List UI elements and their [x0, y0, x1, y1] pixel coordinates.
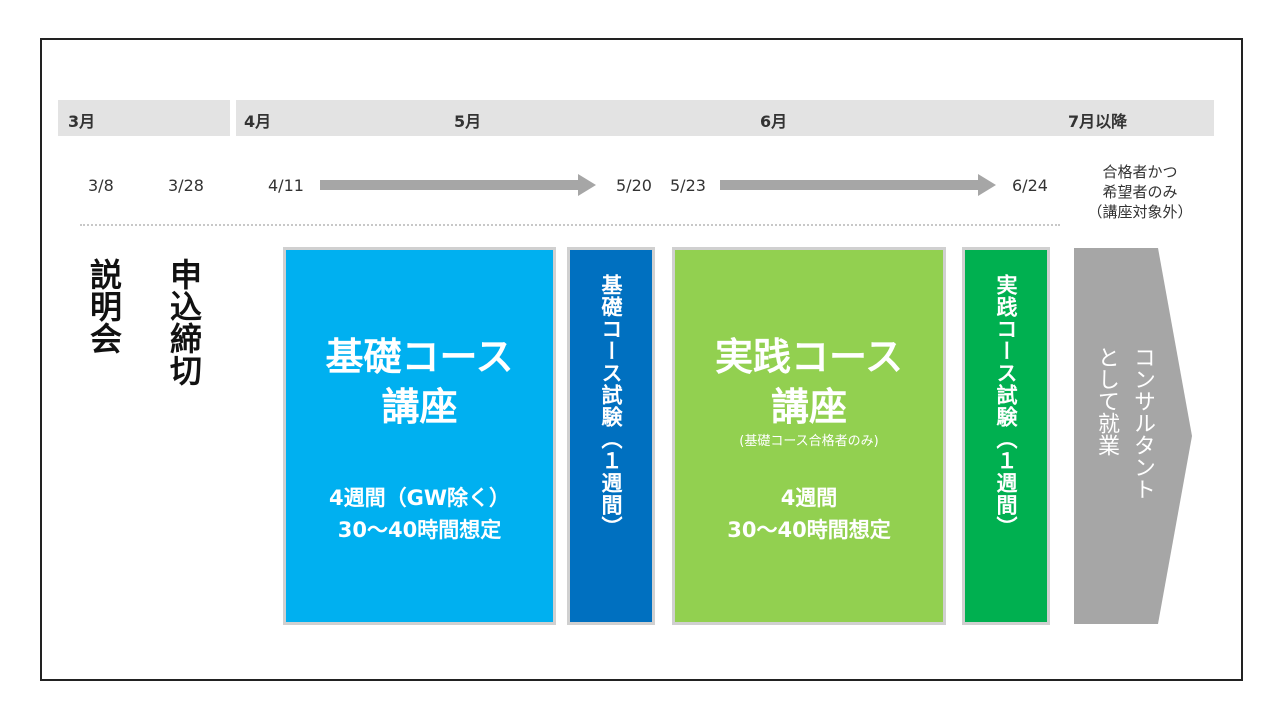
month-label-may: 5月	[454, 112, 482, 131]
date-basic-start: 4/11	[268, 176, 304, 195]
eligibility-note-line1: 合格者かつ	[1102, 163, 1178, 181]
basic-course-hours: 30～40時間想定	[337, 518, 502, 542]
month-bar-april-onward	[236, 100, 1214, 136]
dotted-separator	[80, 224, 1060, 226]
practical-exam-label: 実践コース試験（１週間）	[994, 274, 1018, 538]
timeline-arrow-basic-shape	[320, 174, 596, 196]
month-bar-march	[58, 100, 230, 136]
basic-course-detail: 4週間（GW除く） 30～40時間想定	[286, 482, 553, 546]
timeline-arrow-practical	[720, 174, 996, 196]
eligibility-note-line2: 希望者のみ	[1102, 183, 1178, 201]
consultant-chevron-shape	[1074, 248, 1192, 624]
practical-course-eligibility: (基礎コース合格者のみ)	[739, 434, 879, 449]
eligibility-note-line3: （講座対象外）	[1087, 203, 1193, 221]
practical-course-block: 実践コース 講座 (基礎コース合格者のみ) 4週間 30～40時間想定	[672, 247, 946, 625]
date-practical-start: 5/23	[670, 176, 706, 195]
consultant-label-line2: として就業	[1094, 346, 1119, 456]
basic-exam-label: 基礎コース試験（１週間）	[599, 274, 623, 538]
date-basic-end: 5/20	[616, 176, 652, 195]
practical-course-title-line2: 講座	[770, 385, 847, 429]
practical-course-title-line1: 実践コース	[714, 335, 904, 379]
date-briefing: 3/8	[88, 176, 114, 195]
eligibility-note: 合格者かつ 希望者のみ （講座対象外）	[1070, 162, 1210, 222]
month-label-march: 3月	[68, 112, 96, 131]
practical-course-hours: 30～40時間想定	[727, 518, 891, 542]
basic-exam-block: 基礎コース試験（１週間）	[567, 247, 655, 625]
practical-course-duration: 4週間	[780, 486, 838, 510]
basic-course-duration: 4週間（GW除く）	[328, 486, 510, 510]
basic-course-block: 基礎コース 講座 4週間（GW除く） 30～40時間想定	[283, 247, 556, 625]
basic-course-title-line1: 基礎コース	[325, 335, 514, 379]
date-practical-end: 6/24	[1012, 176, 1048, 195]
consultant-chevron	[1074, 248, 1192, 624]
month-label-june: 6月	[760, 112, 788, 131]
basic-course-title-line2: 講座	[381, 385, 458, 429]
month-label-april: 4月	[244, 112, 272, 131]
timeline-arrow-practical-shape	[720, 174, 996, 196]
date-deadline: 3/28	[168, 176, 204, 195]
event-deadline: 申込締切	[165, 258, 203, 386]
practical-exam-block: 実践コース試験（１週間）	[962, 247, 1050, 625]
diagram-frame	[40, 38, 1243, 681]
month-label-july-onward: 7月以降	[1068, 112, 1128, 131]
timeline-arrow-basic	[320, 174, 596, 196]
consultant-label-line1: コンサルタント	[1130, 346, 1155, 500]
consultant-label: コンサルタント として就業	[1090, 346, 1158, 500]
event-briefing: 説明会	[85, 258, 123, 354]
practical-course-detail: 4週間 30～40時間想定	[675, 482, 943, 546]
